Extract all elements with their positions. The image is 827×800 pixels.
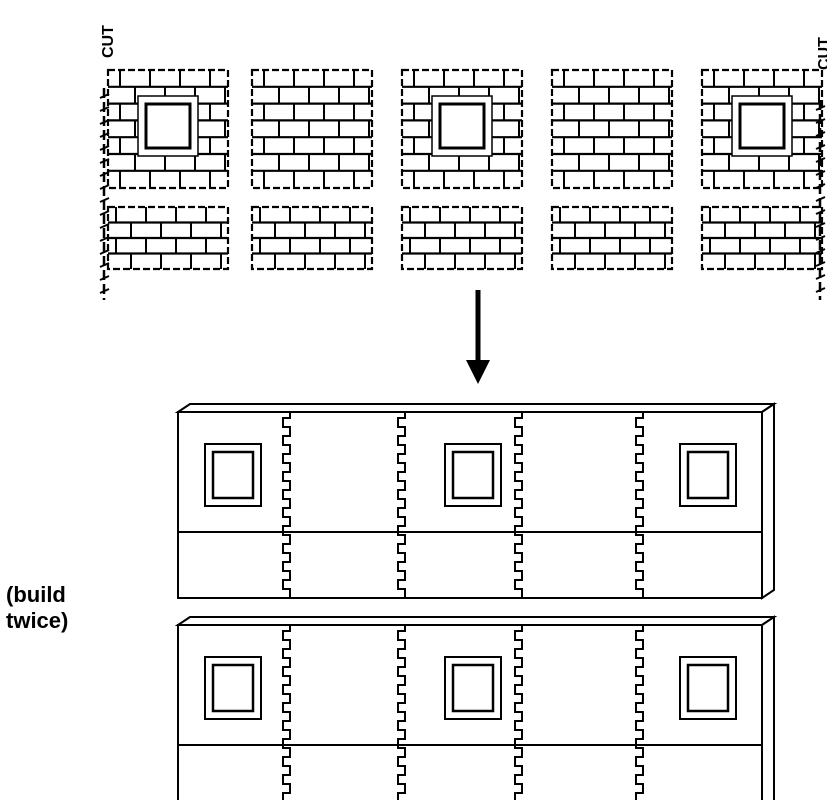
- wall-side: [762, 617, 774, 800]
- wall-side: [762, 404, 774, 598]
- wall-top: [178, 617, 774, 625]
- assembled-wall-2: [178, 617, 774, 800]
- window-pane: [453, 452, 493, 498]
- pattern-panel-2: [252, 70, 372, 188]
- window-pane: [688, 452, 728, 498]
- pattern-panel-4: [552, 70, 672, 188]
- pattern-strip: [100, 70, 825, 300]
- arrow-head: [466, 360, 490, 384]
- window-pane: [213, 665, 253, 711]
- window-pane: [440, 104, 484, 148]
- pattern-lower-panel-4: [552, 207, 672, 269]
- pattern-panel-5: [702, 70, 822, 188]
- window-pane: [146, 104, 190, 148]
- pattern-lower-panel-5: [702, 207, 822, 269]
- down-arrow: [466, 290, 490, 384]
- pattern-panel-1: [108, 70, 228, 188]
- pattern-lower-panel-1: [108, 207, 228, 269]
- pattern-panel-3: [402, 70, 522, 188]
- pattern-lower-panel-3: [402, 207, 522, 269]
- window-pane: [688, 665, 728, 711]
- window-pane: [453, 665, 493, 711]
- window-pane: [740, 104, 784, 148]
- wall-top: [178, 404, 774, 412]
- pattern-lower-panel-2: [252, 207, 372, 269]
- assembled-wall-1: [178, 404, 774, 598]
- window-pane: [213, 452, 253, 498]
